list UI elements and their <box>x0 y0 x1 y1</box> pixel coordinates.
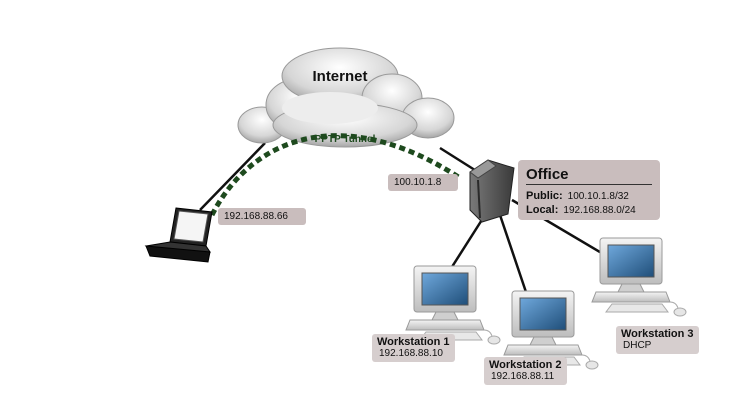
computer-icon <box>591 237 687 317</box>
office-title: Office <box>526 166 569 183</box>
workstation-1-detail: 192.168.88.10 <box>379 348 443 359</box>
office-local-value: 192.168.88.0/24 <box>563 205 636 216</box>
office-public-value: 100.10.1.8/32 <box>567 191 629 202</box>
internet-label: Internet <box>312 68 367 85</box>
office-local-row: Local: 192.168.88.0/24 <box>526 204 636 216</box>
workstation-1-label: Workstation 1 192.168.88.10 <box>372 334 455 362</box>
workstation-3-detail: DHCP <box>623 340 652 351</box>
workstation-2-label: Workstation 2 192.168.88.11 <box>484 357 567 385</box>
router-icon <box>469 159 515 223</box>
workstation-3-name: Workstation 3 <box>621 328 694 340</box>
pptp-tunnel-line <box>209 133 462 217</box>
office-info-box: Office Public: 100.10.1.8/32 Local: 192.16… <box>518 160 660 220</box>
pptp-tunnel-label: PPTP Tunnel <box>315 134 376 145</box>
computer-icon <box>405 265 501 345</box>
office-public-label: Public: <box>526 190 563 202</box>
workstation-2-name: Workstation 2 <box>489 359 562 371</box>
office-title-rule <box>526 184 652 185</box>
cloud-icon <box>237 47 455 148</box>
workstation-2-detail: 192.168.88.11 <box>491 371 555 382</box>
laptop-icon <box>144 207 213 263</box>
office-local-label: Local: <box>526 204 559 216</box>
laptop-ip-label: 192.168.88.66 <box>218 208 306 225</box>
workstation-1-name: Workstation 1 <box>377 336 450 348</box>
workstation-3-label: Workstation 3 DHCP <box>616 326 699 354</box>
router-wan-ip-label: 100.10.1.8 <box>388 174 458 191</box>
office-public-row: Public: 100.10.1.8/32 <box>526 190 629 202</box>
